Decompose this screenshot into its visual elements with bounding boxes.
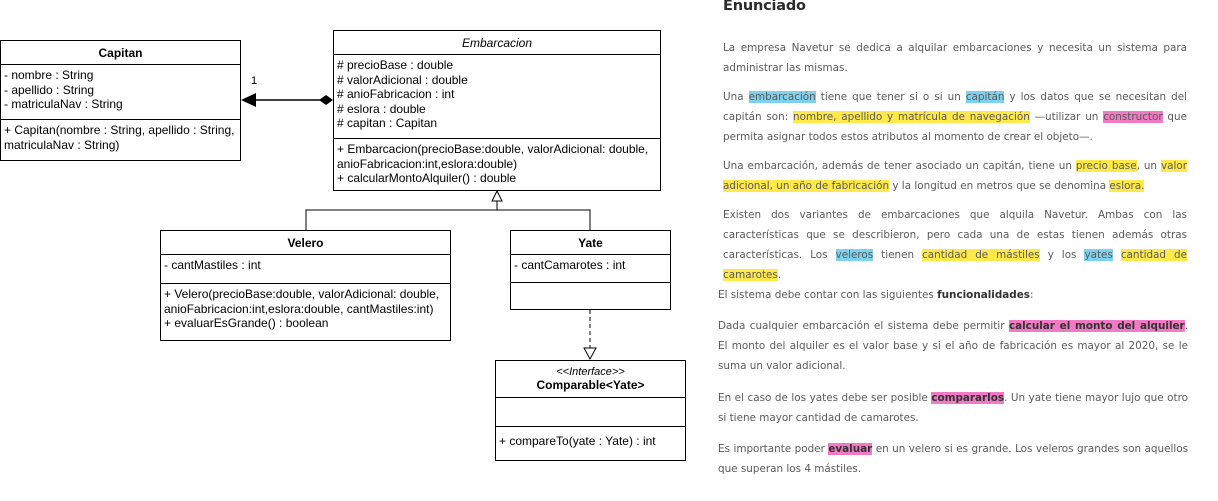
text: tienen xyxy=(873,249,923,261)
paragraph-5: El sistema debe contar con las siguiente… xyxy=(718,285,1188,305)
class-yate-title: Yate xyxy=(511,231,670,255)
highlight-pink: calcular el monto del alquiler xyxy=(1008,320,1185,332)
text: Una embarcación, además de tener asociad… xyxy=(723,160,1076,172)
method: + Velero(precioBase:double, valorAdicion… xyxy=(164,287,440,316)
attribute: - apellido : String xyxy=(4,82,95,97)
text: Es importante poder xyxy=(718,443,829,455)
bold-text: funcionalidades xyxy=(937,289,1030,301)
interface-name: Comparable<Yate> xyxy=(536,378,645,392)
class-velero-attributes: - cantMastiles : int xyxy=(161,255,450,284)
class-yate-attributes: - cantCamarotes : int xyxy=(511,255,670,283)
text: . Un yate tiene mayor lujo que otro si t… xyxy=(718,392,1189,424)
highlight-yellow: eslora. xyxy=(1109,180,1145,192)
highlight-pink: constructor xyxy=(1103,111,1163,123)
class-embarcacion-methods: + Embarcacion(precioBase:double, valorAd… xyxy=(334,139,660,189)
method: + Capitan(nombre : String, apellido : St… xyxy=(4,123,235,152)
highlight-blue: capitán xyxy=(965,91,1005,103)
highlight-blue: veleros xyxy=(835,249,874,261)
attribute: # capitan : Capitan xyxy=(337,116,438,131)
highlight-blue: embarcación xyxy=(748,91,816,103)
text: Una xyxy=(723,91,749,103)
text: tiene que tener si o si un xyxy=(815,91,966,103)
paragraph-8: Es importante poder evaluar en un velero… xyxy=(718,439,1188,479)
class-velero[interactable]: Velero - cantMastiles : int + Velero(pre… xyxy=(160,230,451,341)
attribute: - nombre : String xyxy=(4,68,94,82)
attribute: # valorAdicional : double xyxy=(337,72,468,87)
class-yate-methods xyxy=(511,283,670,289)
paragraph-2: Una embarcación tiene que tener si o si … xyxy=(723,87,1187,147)
method: + Embarcacion(precioBase:double, valorAd… xyxy=(337,142,649,171)
inheritance-line-yate xyxy=(497,209,591,230)
text: Dada cualquier embarcación el sistema de… xyxy=(718,320,1009,332)
association-arrowhead xyxy=(241,93,256,107)
inheritance-line-velero xyxy=(305,209,497,230)
composition-diamond xyxy=(319,95,333,105)
paragraph-6: Dada cualquier embarcación el sistema de… xyxy=(718,316,1188,376)
class-capitan-title: Capitan xyxy=(1,41,240,65)
class-velero-title: Velero xyxy=(161,231,450,255)
method: + calcularMontoAlquiler() : double xyxy=(337,171,517,186)
class-embarcacion[interactable]: Embarcacion # precioBase : double # valo… xyxy=(333,30,661,191)
highlight-blue: yates xyxy=(1084,249,1113,261)
text xyxy=(1113,249,1121,261)
text: . El monto del alquiler es el valor base… xyxy=(718,320,1188,372)
paragraph-1: La empresa Navetur se dedica a alquilar … xyxy=(723,38,1187,78)
attribute: - matriculaNav : String xyxy=(4,97,123,112)
text: que permita asignar todos estos atributo… xyxy=(723,111,1187,143)
class-embarcacion-attributes: # precioBase : double # valorAdicional :… xyxy=(334,55,660,139)
text: En el caso de los yates debe ser posible xyxy=(718,392,932,404)
text: : xyxy=(1029,289,1034,301)
class-capitan[interactable]: Capitan - nombre : String - apellido : S… xyxy=(0,40,241,161)
text: El sistema debe contar con las siguiente… xyxy=(718,289,938,301)
method: + evaluarEsGrande() : boolean xyxy=(164,316,329,331)
attribute: # eslora : double xyxy=(337,101,426,116)
text: Existen dos variantes de embarcaciones q… xyxy=(723,209,1187,261)
text: La empresa Navetur se dedica a alquilar … xyxy=(723,42,1187,74)
class-capitan-attributes: - nombre : String - apellido : String - … xyxy=(1,65,240,120)
inheritance-arrowhead xyxy=(491,189,503,202)
enunciado-title: Enunciado xyxy=(723,0,806,14)
highlight-pink: evaluar xyxy=(828,443,873,455)
attribute: # anioFabricacion : int xyxy=(337,87,455,102)
attribute: - cantMastiles : int xyxy=(164,258,261,272)
text: , un xyxy=(1136,160,1161,172)
diagram-connectors xyxy=(241,93,597,361)
class-capitan-methods: + Capitan(nombre : String, apellido : St… xyxy=(1,120,240,155)
text: y los datos que se necesitan del capitán… xyxy=(723,91,1187,123)
text: en un velero si es grande. Los veleros g… xyxy=(718,443,1189,475)
interface-comparable[interactable]: <<Interface>> Comparable<Yate> + compare… xyxy=(495,360,686,461)
highlight-yellow: cantidad de mástiles xyxy=(922,249,1040,261)
stereotype-label: <<Interface>> xyxy=(556,366,625,378)
text: y la longitud en metros que se denomina xyxy=(889,180,1110,192)
interface-comparable-attributes xyxy=(496,398,685,427)
multiplicity-label: 1 xyxy=(251,75,258,87)
paragraph-3: Una embarcación, además de tener asociad… xyxy=(723,156,1187,196)
realization-arrowhead xyxy=(583,347,597,361)
highlight-yellow: nombre, apellido y matrícula de navegaci… xyxy=(793,111,1030,123)
interface-comparable-title: <<Interface>> Comparable<Yate> xyxy=(496,361,685,398)
attribute: - cantCamarotes : int xyxy=(514,258,626,272)
highlight-yellow: precio base xyxy=(1075,160,1137,172)
paragraph-4: Existen dos variantes de embarcaciones q… xyxy=(723,205,1187,285)
paragraph-7: En el caso de los yates debe ser posible… xyxy=(718,388,1188,428)
text: y los xyxy=(1039,249,1085,261)
interface-comparable-methods: + compareTo(yate : Yate) : int xyxy=(496,427,685,452)
class-yate[interactable]: Yate - cantCamarotes : int xyxy=(510,230,671,310)
text: . xyxy=(777,269,782,281)
method: + compareTo(yate : Yate) : int xyxy=(499,434,656,448)
class-velero-methods: + Velero(precioBase:double, valorAdicion… xyxy=(161,284,450,334)
class-embarcacion-title: Embarcacion xyxy=(334,31,660,55)
text: —utilizar un xyxy=(1029,111,1104,123)
highlight-pink: compararlos xyxy=(931,392,1005,404)
attribute: # precioBase : double xyxy=(337,58,454,72)
